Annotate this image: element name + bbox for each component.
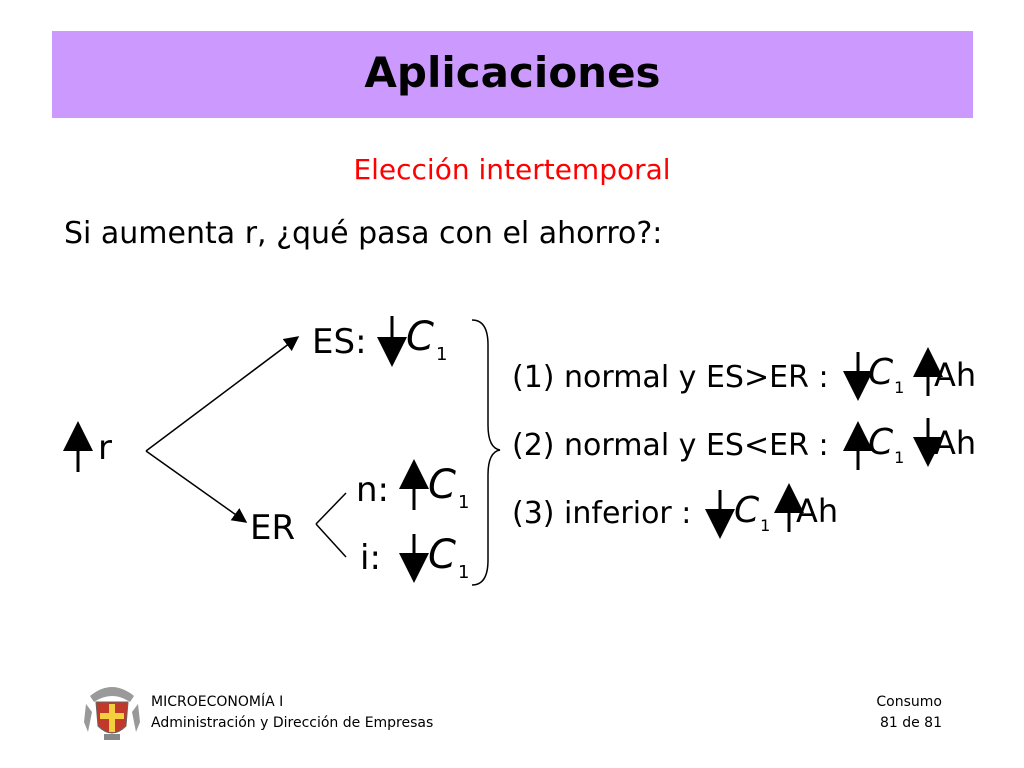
footer-program: Administración y Dirección de Empresas [151,715,434,731]
case-2: (2) normal y ES<ER : [512,428,829,463]
question-text: Si aumenta r, ¿qué pasa con el ahorro?: [64,216,663,251]
branch-to-er [145,450,248,523]
footer-course: MICROECONOMÍA I [151,694,284,710]
case-2-ah: Ah [934,424,977,462]
case-1: (1) normal y ES>ER : [512,360,829,395]
branch-to-es [145,336,300,452]
footer-left: MICROECONOMÍA I Administración y Direcci… [151,692,433,734]
title-bar: Aplicaciones [52,31,973,118]
case-3-c1: C1 [734,490,771,535]
brace [471,319,501,586]
er-branch-i [315,523,347,558]
case-2-c1: C1 [868,422,905,467]
footer-right: Consumo 81 de 81 [876,692,942,734]
university-crest-logo [84,687,140,740]
r-label: r [98,428,112,468]
case-3: (3) inferior : [512,496,692,531]
n-label: n: [356,470,390,510]
subtitle: Elección intertemporal [353,153,671,186]
footer-section: Consumo [876,694,942,710]
er-branch-n [315,492,347,525]
footer-page-number: 81 de 81 [879,715,942,731]
page-title: Aplicaciones [364,48,661,97]
case-3-ah: Ah [796,492,839,530]
es-label: ES: [312,322,367,362]
er-label: ER [250,508,296,548]
case-1-c1: C1 [868,352,905,397]
i-label: i: [360,538,381,578]
case-1-ah: Ah [934,356,977,394]
